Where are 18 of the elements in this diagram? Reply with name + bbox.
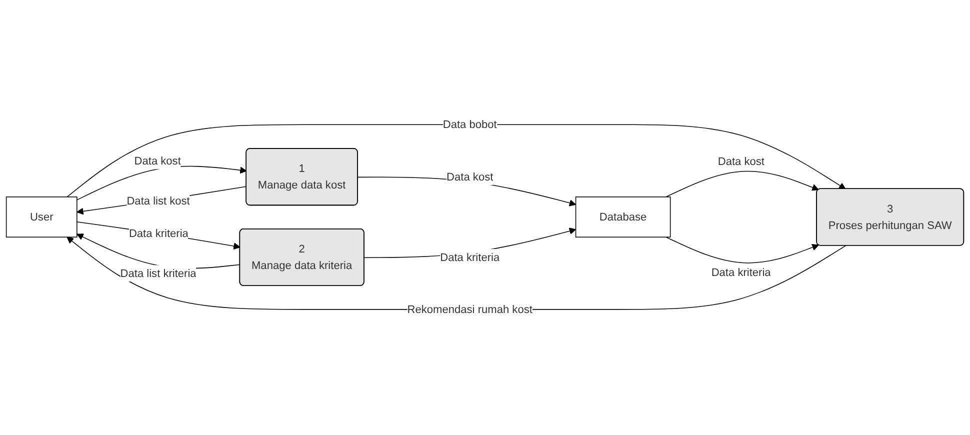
edge-label: Data kriteria [128,227,188,240]
edge-label: Data kriteria [440,250,500,264]
edge-label: Data bobot [442,118,497,131]
arrow [76,222,240,250]
arrow [66,237,846,310]
arrow [666,237,819,264]
edge-label: Data kost [718,155,765,168]
arrow [76,186,247,216]
edge-label: Data kost [134,154,181,168]
arrow [66,124,846,198]
node-box: User [6,197,78,238]
edge-label: Data list kost [126,194,190,208]
edge-label: Rekomendasi rumah kost [407,303,532,316]
node-box: Database [575,197,671,238]
arrow [666,171,819,198]
edge-label: Data kriteria [711,266,771,279]
edge-label: Data kost [446,170,494,184]
edge-label: Data list kriteria [120,267,196,280]
